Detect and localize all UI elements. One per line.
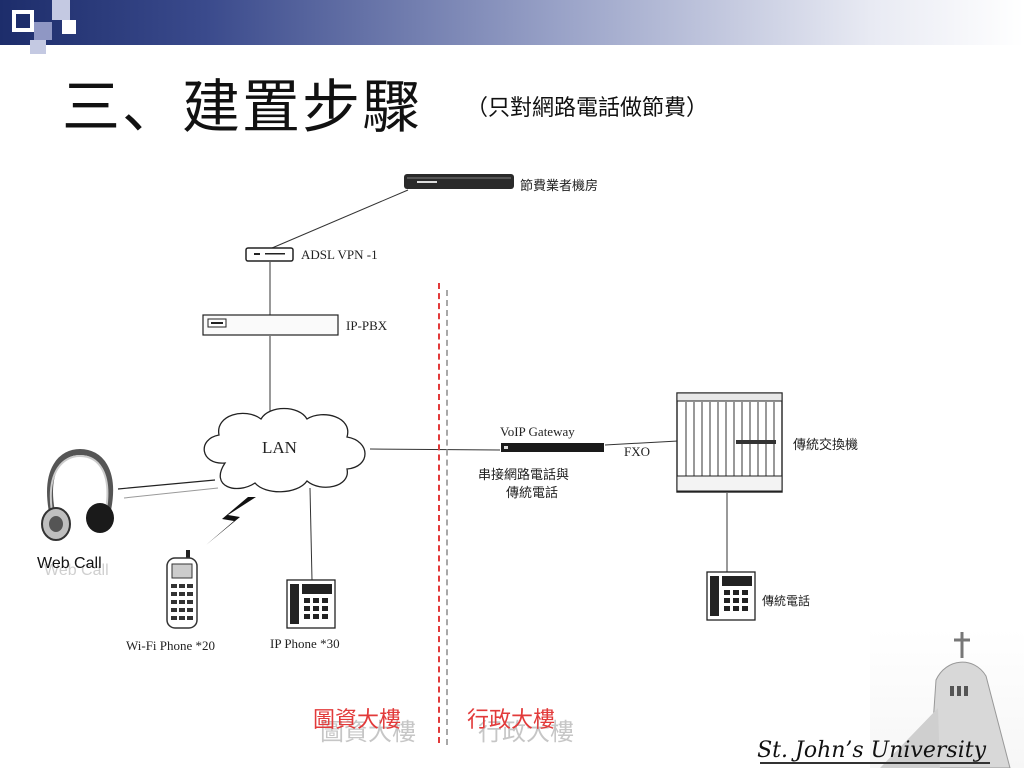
building-divider-shadow [446,290,448,745]
page-subtitle: （只對網路電話做節費） [466,96,709,121]
link-webcall [117,479,216,490]
gateway-desc-line2: 傳統電話 [506,485,559,500]
chapel-illustration [870,628,1024,768]
link-lan-gateway [369,448,501,451]
zone-right-shadow: 行政大樓 [478,718,574,746]
link-gateway-fxo [604,440,679,446]
wifi-phone-label: Wi-Fi Phone *20 [126,638,216,653]
banner-square [34,22,52,40]
adsl-label: ADSL VPN -1 [301,247,378,262]
billing-room-label: 節費業者機房 [520,178,599,193]
ip-pbx-label: IP-PBX [346,318,388,333]
banner-square [30,40,46,54]
link-billing-adsl [271,189,409,249]
wifi-phone-icon [166,550,198,629]
page-title: 三、建置步驟 [62,73,423,141]
lan-label: LAN [262,438,297,457]
ip-phone-label: IP Phone *30 [270,636,340,651]
header-banner [0,0,1024,45]
wireless-lightning-icon [206,497,256,545]
zone-left-label: 圖資大樓 [313,708,402,733]
link-lan-ipphone [309,487,313,581]
lan-cloud-icon [203,407,366,493]
footer-rule [760,762,990,764]
ip-pbx-icon [202,314,339,336]
gateway-desc-line1: 串接網路電話與 [478,467,570,482]
trad-phone-label: 傳統電話 [762,594,811,608]
pbx-rack-icon [676,392,783,493]
zone-left-shadow: 圖資大樓 [320,718,416,746]
fxo-label: FXO [624,444,651,459]
web-call-label: Web Call [37,555,102,572]
banner-square [16,14,30,28]
banner-square [52,0,70,20]
billing-server-icon [404,174,514,189]
banner-square [62,20,76,34]
ip-phone-icon [286,579,336,629]
zone-right-label: 行政大樓 [467,708,556,733]
link-webcall-shadow [123,487,219,499]
pbx-label: 傳統交換機 [793,437,859,452]
headset-icon [41,448,114,541]
desk-phone-icon [706,571,756,621]
web-call-label-shadow: Web Call [44,562,109,579]
adsl-router-icon [245,247,294,262]
building-divider [438,283,440,743]
university-name: St. John’s University [757,738,986,763]
voip-gateway-icon [501,443,604,452]
voip-gateway-label: VoIP Gateway [500,424,575,439]
